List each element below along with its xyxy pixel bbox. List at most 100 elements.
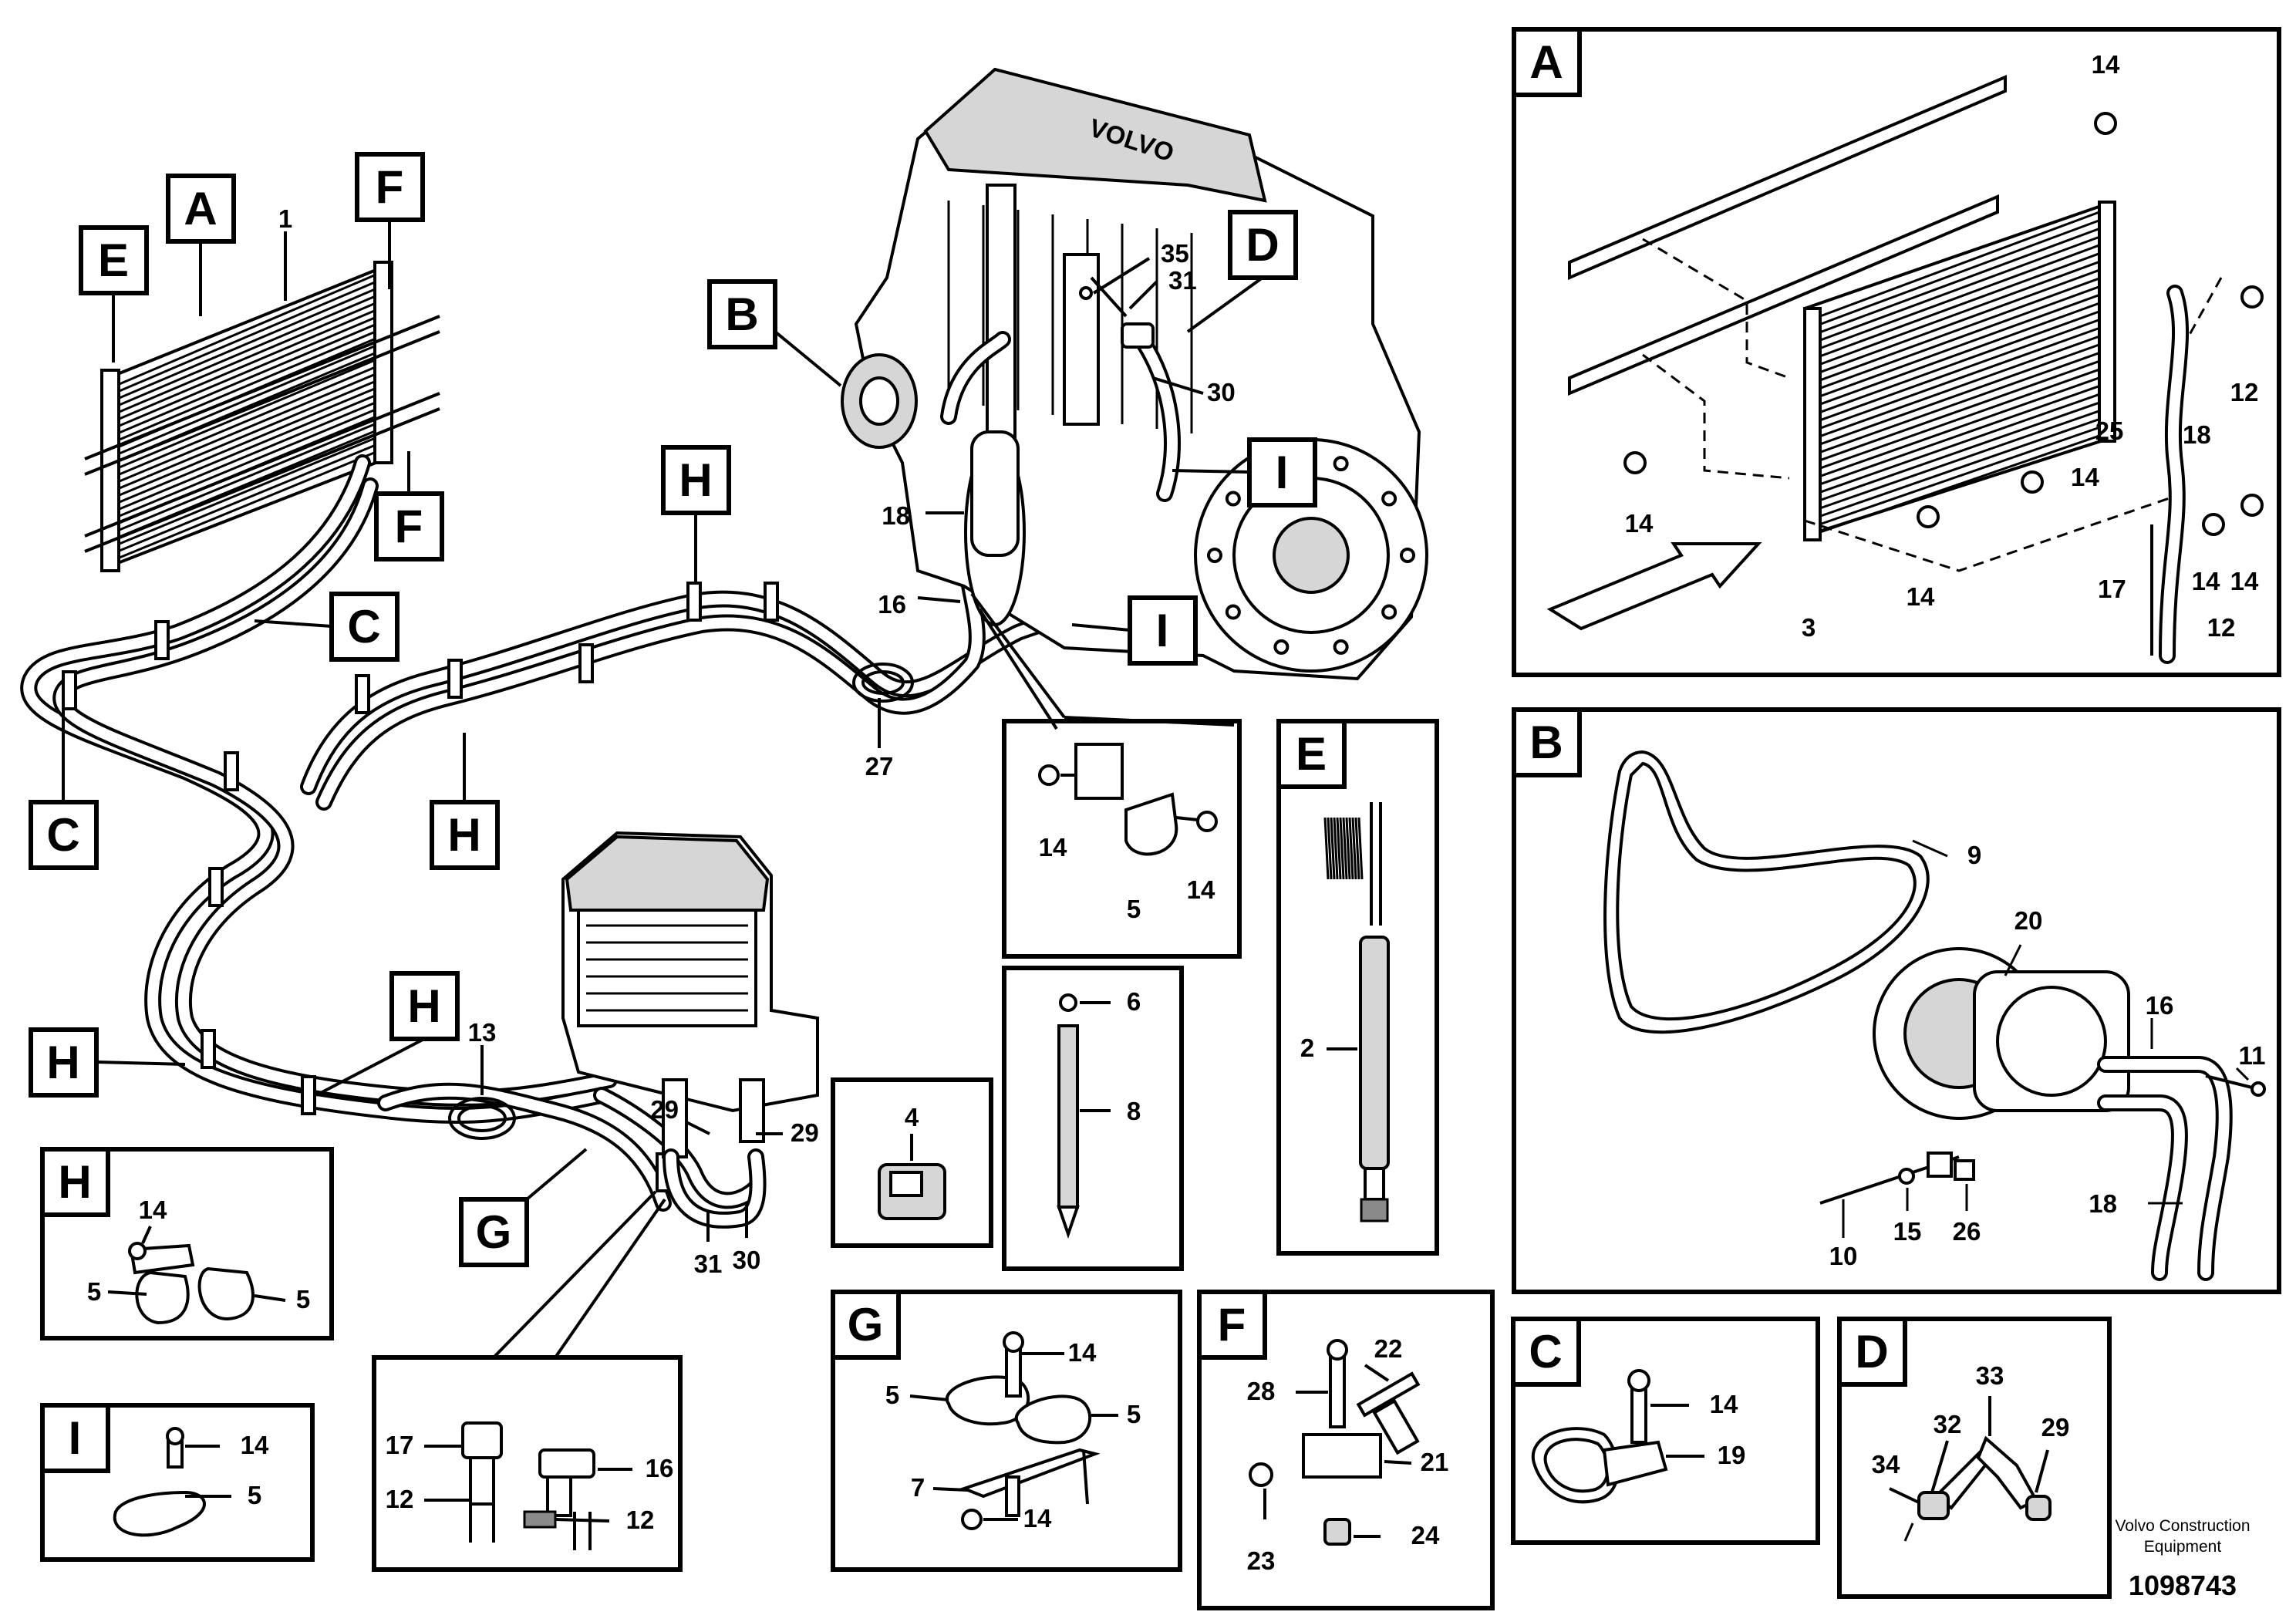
- panel-h: H 14 5 5: [40, 1147, 334, 1340]
- callout-29-left: 29: [650, 1095, 679, 1124]
- panel-f: F 22 28 21 23 24: [1197, 1290, 1495, 1610]
- callout-a-12-top: 12: [2230, 378, 2259, 406]
- svg-text:C: C: [46, 809, 79, 861]
- callout-30-main: 30: [1207, 378, 1236, 406]
- callout-b-18: 18: [2089, 1189, 2117, 1218]
- svg-text:F: F: [395, 501, 423, 552]
- callout-13: 13: [468, 1018, 497, 1047]
- svg-text:B: B: [1529, 717, 1563, 768]
- publisher-line-2: Equipment: [2144, 1538, 2222, 1556]
- tag-d-main: D: [1228, 210, 1298, 280]
- callout-f-23: 23: [1247, 1546, 1276, 1575]
- tag-h-main-1: H: [661, 445, 731, 515]
- callout-g-5-left: 5: [885, 1381, 899, 1409]
- callout-clamp-14-right: 14: [1187, 875, 1215, 904]
- callout-a-17: 17: [2098, 575, 2126, 603]
- panel-g: G 14 5 5 7 14: [831, 1290, 1182, 1572]
- callout-a-18: 18: [2183, 420, 2211, 449]
- callout-f-22: 22: [1374, 1334, 1403, 1363]
- callout-c-19: 19: [1718, 1441, 1746, 1469]
- callout-joint-16: 16: [646, 1454, 674, 1482]
- callout-g-5-right: 5: [1127, 1400, 1141, 1428]
- callout-a-14-right: 14: [2230, 567, 2259, 595]
- svg-text:I: I: [1276, 447, 1289, 498]
- callout-h-5-right: 5: [296, 1285, 310, 1313]
- tag-e-main: E: [79, 225, 149, 295]
- callout-clamp-14-left: 14: [1039, 833, 1067, 862]
- callout-b-15: 15: [1893, 1217, 1922, 1246]
- panel-joint: 17 16 12 12: [372, 1355, 683, 1572]
- callout-c-14: 14: [1710, 1390, 1738, 1418]
- callout-i-14: 14: [241, 1431, 269, 1459]
- tag-i-main-1: I: [1247, 437, 1317, 508]
- publisher-line-1: Volvo Construction: [2115, 1517, 2250, 1535]
- panel-d: D 33 32 29 34: [1837, 1317, 2112, 1599]
- callout-a-14-left: 14: [1625, 509, 1654, 538]
- svg-text:D: D: [1855, 1326, 1888, 1378]
- tag-b-main: B: [707, 279, 777, 349]
- view-tags-main: E A F F C C H H H H B D I I G: [29, 152, 1317, 1267]
- callout-16-main: 16: [878, 590, 906, 619]
- callout-8: 8: [1127, 1097, 1141, 1125]
- callout-d-34: 34: [1872, 1450, 1900, 1479]
- callout-f-21: 21: [1421, 1448, 1449, 1476]
- tag-f-main-bot: F: [374, 491, 444, 561]
- tag-a-main: A: [166, 174, 236, 244]
- tag-f-main-top: F: [355, 152, 425, 222]
- callout-a-12-bottom: 12: [2207, 613, 2236, 642]
- callout-b-20: 20: [2014, 906, 2043, 935]
- callout-e-2: 2: [1300, 1034, 1314, 1062]
- callout-g-14-bottom: 14: [1023, 1504, 1052, 1533]
- callout-d-32: 32: [1934, 1410, 1962, 1438]
- callout-a-14-bottom: 14: [1907, 582, 1935, 611]
- callout-6: 6: [1127, 987, 1141, 1016]
- callout-a-25: 25: [2095, 416, 2124, 445]
- panel-stand: 6 8: [1002, 966, 1184, 1271]
- callout-4: 4: [905, 1103, 919, 1131]
- tag-i-main-2: I: [1128, 595, 1198, 666]
- callout-d-33: 33: [1976, 1361, 2004, 1390]
- document-footer: Volvo Construction Equipment 1098743: [2115, 1517, 2250, 1601]
- document-number: 1098743: [2129, 1570, 2237, 1601]
- panel-i: I 14 5: [40, 1403, 315, 1562]
- panel-c: C 14 19: [1511, 1317, 1820, 1545]
- callout-18-main: 18: [882, 501, 910, 530]
- condenser: [84, 261, 440, 572]
- panel-e: E 2: [1276, 719, 1439, 1256]
- callout-b-10: 10: [1829, 1242, 1858, 1270]
- callout-joint-12-right: 12: [626, 1506, 655, 1534]
- callout-i-5: 5: [248, 1481, 261, 1509]
- callout-f-28: 28: [1247, 1377, 1276, 1405]
- svg-text:A: A: [184, 183, 217, 234]
- svg-text:I: I: [1156, 605, 1169, 656]
- callout-27: 27: [865, 752, 894, 781]
- callout-joint-17: 17: [386, 1431, 414, 1459]
- callout-d-29: 29: [2041, 1413, 2070, 1442]
- callout-b-26: 26: [1953, 1217, 1981, 1246]
- callout-35: 35: [1161, 239, 1189, 268]
- panel-b: B 9 20 16 11 18 10 15 26: [1512, 707, 2281, 1294]
- callout-29-right: 29: [791, 1118, 819, 1147]
- svg-text:F: F: [376, 161, 404, 213]
- svg-text:H: H: [407, 980, 440, 1032]
- svg-text:E: E: [1296, 728, 1327, 780]
- svg-text:B: B: [725, 288, 758, 340]
- tag-g-main: G: [459, 1197, 529, 1267]
- callout-a-14-b2: 14: [2192, 567, 2220, 595]
- callouts-main: 1 27 18 16 30 35 31 13 29 29 31 30: [278, 204, 1236, 1278]
- tag-c-main-1: C: [329, 592, 400, 662]
- callout-a-3: 3: [1802, 613, 1816, 642]
- svg-text:G: G: [848, 1299, 884, 1351]
- callout-31-bottom: 31: [694, 1249, 723, 1278]
- tag-h-main-4: H: [29, 1027, 99, 1098]
- tag-h-main-2: H: [430, 800, 500, 870]
- svg-text:I: I: [69, 1412, 82, 1464]
- evaporator-unit: [561, 831, 819, 1229]
- svg-text:H: H: [679, 454, 712, 506]
- callout-clamp-5: 5: [1127, 895, 1141, 923]
- callout-a-14-top: 14: [2092, 50, 2120, 79]
- engine: VOLVO: [841, 67, 1428, 681]
- svg-text:H: H: [447, 809, 480, 861]
- callout-g-14-top: 14: [1068, 1338, 1097, 1367]
